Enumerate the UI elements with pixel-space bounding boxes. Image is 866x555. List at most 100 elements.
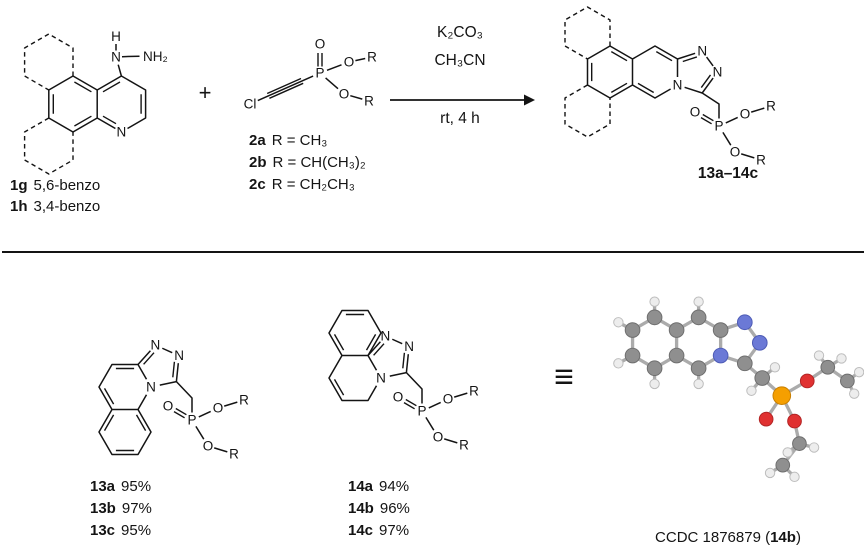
identity-symbol: ≡	[554, 358, 574, 396]
variant-text: 5,6-benzo	[33, 177, 101, 194]
oxygen-atom-label: O	[339, 87, 350, 102]
compound-id: 2c	[249, 176, 266, 193]
ring-bonds	[586, 45, 679, 99]
structure-reactant2-drawing: Cl P O O R O R	[244, 37, 378, 112]
triazole-double-bonds	[373, 343, 406, 369]
p-o-double-bond	[403, 398, 417, 410]
nitrogen-atom-label: N	[381, 329, 391, 344]
ring-bonds	[48, 75, 147, 133]
section-divider	[2, 251, 864, 253]
phosphorus-atom-label: P	[315, 66, 324, 81]
triazole-double-bonds	[143, 352, 176, 378]
phosphonate-chain-bonds	[175, 381, 238, 453]
variant-text: R = CH₃	[271, 132, 328, 149]
reactant1-variant-list: 1g 5,6-benzo 1h 3,4-benzo	[10, 175, 100, 217]
condition-time: rt, 4 h	[440, 110, 480, 127]
yield-item: 14a 94%	[348, 476, 410, 498]
triazole-bonds	[137, 347, 180, 386]
xray-structure-drawing	[613, 296, 864, 483]
yield-value: 95%	[121, 478, 152, 495]
variant-text: R = CH(CH₃)₂	[272, 154, 366, 171]
r-group-label: R	[367, 50, 377, 65]
variant-line: 2a R = CH₃	[249, 130, 366, 152]
xray-nitrogen-atoms	[712, 314, 768, 364]
r-group-label: R	[239, 393, 249, 408]
compound-id: 2b	[249, 154, 267, 171]
r-group-label: R	[229, 447, 239, 462]
oxygen-atom-label: O	[433, 430, 444, 445]
nitrogen-atom-label: N	[697, 44, 707, 59]
hydrogen-atom-label: H	[111, 29, 121, 44]
plus-sign: +	[198, 80, 212, 105]
nitrogen-atom-label: N	[174, 348, 184, 363]
triple-bond-lines	[266, 77, 304, 99]
compound-id: 1h	[10, 198, 28, 215]
variant-line: 1h 3,4-benzo	[10, 196, 100, 217]
bridgehead-nitrogen-label: N	[146, 380, 156, 395]
bridgehead-nitrogen-label: N	[376, 371, 386, 386]
variant-line: 1g 5,6-benzo	[10, 175, 100, 196]
compound-id: 14c	[348, 522, 374, 539]
reaction-arrow	[390, 94, 535, 106]
r-group-label: R	[756, 153, 766, 168]
structure-reactant1-drawing: H N NH₂ N	[23, 29, 168, 175]
oxygen-atom-label: O	[690, 105, 701, 120]
variant-text: 3,4-benzo	[33, 198, 101, 215]
double-bond-lines	[103, 367, 147, 452]
compound-id: 14a	[348, 478, 374, 495]
triazole-double-bonds	[682, 56, 712, 88]
nitrogen-atom-label: N	[151, 338, 161, 353]
double-bond-lines	[52, 81, 142, 127]
oxygen-atom-label: O	[163, 399, 174, 414]
yield-value: 94%	[379, 478, 410, 495]
r-group-label: R	[459, 438, 469, 453]
compound-id: 14b	[348, 500, 374, 517]
oxygen-atom-label: O	[203, 439, 214, 454]
oxygen-atom-label: O	[213, 401, 224, 416]
caption-suffix: )	[795, 529, 801, 546]
hydrazine-bonds	[115, 44, 140, 77]
xray-oxygen-atoms	[758, 373, 815, 429]
arrow-head	[524, 94, 535, 106]
compound-id: 13c	[90, 522, 116, 539]
p-o-double-bond	[700, 113, 714, 125]
caption-prefix: CCDC 1876879 (	[655, 529, 771, 546]
yield-item: 13a 95%	[90, 476, 152, 498]
phosphorus-atom-label: P	[187, 413, 196, 428]
dashed-benzo-ring-top	[564, 6, 611, 60]
structure-14-drawing: N N N O P O R O R	[328, 309, 479, 453]
p-o-double-bond	[317, 53, 323, 67]
oxygen-atom-label: O	[393, 390, 404, 405]
condition-base: K₂CO₃	[437, 24, 483, 41]
r-group-label: R	[766, 99, 776, 114]
structure-product-drawing: N N N O P O R O R	[564, 6, 776, 168]
variant-line: 2b R = CH(CH₃)₂	[249, 152, 366, 174]
oxygen-atom-label: O	[730, 145, 741, 160]
xray-bonds	[616, 300, 861, 479]
xray-carbon-atoms	[624, 309, 855, 473]
ring-nitrogen-label: N	[117, 125, 127, 140]
nitrogen-atom-label: N	[713, 65, 723, 80]
compound-id: 13a	[90, 478, 116, 495]
dashed-benzo-ring-bottom	[564, 84, 611, 138]
xray-hydrogen-atoms	[613, 296, 864, 483]
compound-id: 13b	[90, 500, 116, 517]
oxygen-atom-label: O	[344, 55, 355, 70]
yield-value: 96%	[379, 500, 410, 517]
compound-id: 2a	[249, 132, 266, 149]
triazole-bonds	[677, 52, 714, 94]
compound-id: 1g	[10, 177, 28, 194]
amine-nh2-label: NH₂	[143, 49, 168, 64]
dashed-benzo-ring-top	[23, 33, 74, 91]
double-bond-lines	[591, 50, 673, 94]
triazole-bonds	[367, 338, 410, 377]
phosphonate-chain-bonds	[701, 92, 765, 159]
r-group-label: R	[469, 384, 479, 399]
ring-bonds	[98, 363, 152, 456]
nitrogen-atom-label: N	[404, 339, 414, 354]
